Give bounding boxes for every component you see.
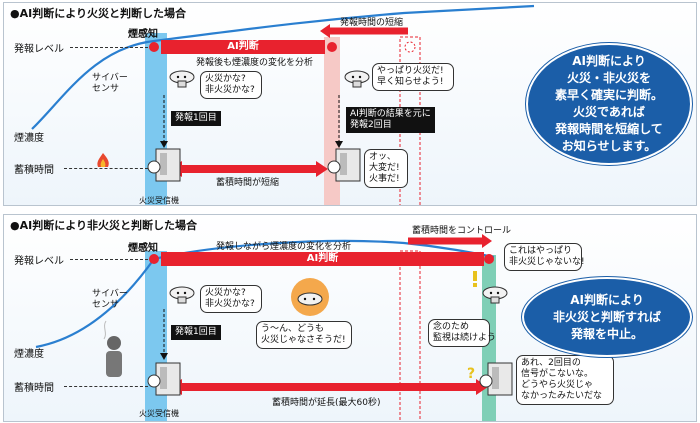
- panel2-alarm1: 発報1回目: [171, 325, 221, 340]
- panel1-smoke-detect: 煙感知: [128, 29, 158, 40]
- panel1-ai-bar: AI判断: [161, 40, 325, 54]
- panel2-alarm-level-line: [70, 259, 148, 260]
- panel1-accum-time-line: [64, 168, 148, 169]
- panel-nonfire: ●AI判断により非火災と判断した場合 発報レベル 煙濃度 蓄積時間 煙感知 発報…: [3, 214, 697, 422]
- panel1-alarm1: 発報1回目: [171, 111, 221, 126]
- smoke-detector-icon-3: [169, 285, 195, 305]
- panel1-receiver-label: 火災受信機: [139, 196, 179, 205]
- panel1-shortened: 発報時間の短縮: [340, 18, 404, 28]
- panel1-bubble-alarm: オッ、 大変だ! 火事だ!: [364, 149, 408, 188]
- panel2-accum-time-label: 蓄積時間: [14, 383, 54, 394]
- panel1-accum-time-label: 蓄積時間: [14, 165, 54, 176]
- panel2-bubble-watch: 念のため 監視は続けよう: [428, 319, 496, 347]
- panel1-alarm-level-label: 発報レベル: [14, 44, 64, 55]
- panel2-title: ●AI判断により非火災と判断した場合: [10, 219, 197, 232]
- panel2-accum-time-line: [64, 386, 148, 387]
- question-icon: ?: [466, 365, 478, 382]
- panel1-bubble-fire: やっぱり火災だ! 早く知らせよう!: [372, 63, 454, 91]
- panel1-title: ●AI判断により火災と判断した場合: [10, 7, 186, 20]
- panel2-analysis: 発報しながら煙濃度の変化を分析: [216, 242, 352, 252]
- panel2-control: 蓄積時間をコントロール: [412, 226, 512, 236]
- panel1-analysis: 発報後も煙濃度の変化を分析: [196, 58, 314, 68]
- fire-icon: [94, 153, 112, 169]
- svg-text:?: ?: [467, 366, 475, 382]
- panel2-smoke-density-label: 煙濃度: [14, 349, 44, 360]
- panel1-accum-short: 蓄積時間が短縮: [216, 178, 280, 188]
- fire-receiver-icon: [147, 147, 182, 183]
- panel2-cyber-sensor: サイバー センサ: [92, 289, 128, 310]
- panel1-alarm-level-line: [70, 47, 148, 48]
- fire-receiver-icon-4: [479, 361, 514, 397]
- panel2-alarm-level-label: 発報レベル: [14, 256, 64, 267]
- panel1-cyber-sensor: サイバー センサ: [92, 73, 128, 94]
- fire-receiver-icon-3: [147, 361, 182, 397]
- panel1-smoke-density-label: 煙濃度: [14, 133, 44, 144]
- smoke-detector-icon-4: [482, 285, 508, 305]
- exclamation-icon: [470, 271, 480, 287]
- cigarette-smoker-icon: [100, 320, 128, 379]
- panel2-accum-long: 蓄積時間が延長(最大60秒): [272, 398, 381, 408]
- panel1-summary-oval: AI判断により 火災・非火災を 素早く確実に判断。 火災であれば 発報時間を短縮…: [526, 43, 692, 165]
- panel2-receiver-label: 火災受信機: [139, 409, 179, 418]
- panel1-alarm2: AI判断の結果を元に 発報2回目: [346, 107, 435, 133]
- panel2-smoke-detect: 煙感知: [128, 243, 158, 254]
- thinking-detector-icon: [290, 277, 330, 317]
- panel2-summary-oval: AI判断により 非火災と判断すれば 発報を中止。: [522, 277, 692, 357]
- panel2-bubble-nonfire: これはやっぱり 非火災じゃないな!: [504, 243, 585, 271]
- panel2-bubble-question: 火災かな? 非火災かな?: [200, 285, 262, 313]
- panel2-bubble-nosignal: あれ、2回目の 信号がこないな。 どうやら火災じゃ なかったみたいだな: [516, 355, 614, 405]
- panel2-bubble-maybe: う〜ん、どうも 火災じゃなさそうだ!: [256, 321, 352, 349]
- panel-fire: ●AI判断により火災と判断した場合 発報レベル 煙濃度 蓄積時間 煙感知 AI判…: [3, 2, 697, 206]
- panel2-ai-bar: AI判断: [161, 252, 484, 266]
- smoke-detector-icon: [169, 69, 195, 89]
- panel1-bubble-question: 火災かな? 非火災かな?: [200, 71, 262, 99]
- fire-receiver-icon-2: [327, 147, 362, 183]
- smoke-detector-icon-2: [344, 69, 370, 89]
